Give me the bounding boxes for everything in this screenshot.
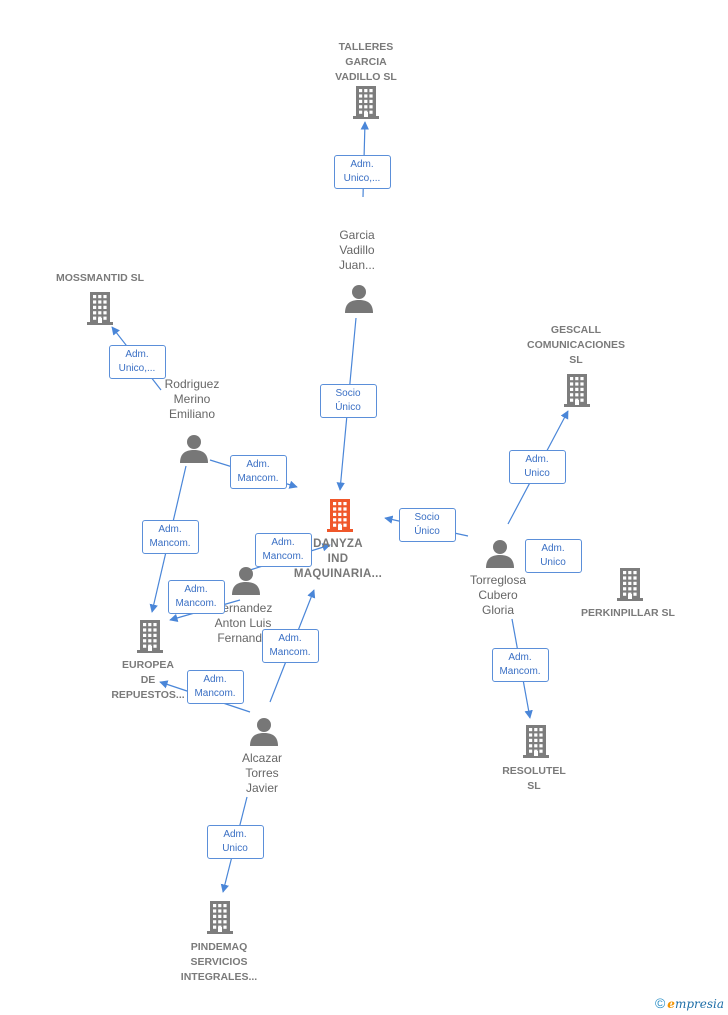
edge-label-alcazar-to-pindemaq[interactable]: Adm. Unico bbox=[206, 825, 264, 859]
building-icon-mossmantid[interactable] bbox=[86, 291, 114, 330]
person-icon-hernandez[interactable] bbox=[231, 565, 261, 600]
edge-label-rodriguez-to-europea[interactable]: Adm. Mancom. bbox=[141, 520, 199, 554]
brand-logo-initial: e bbox=[667, 997, 675, 1011]
edge-label-torreglosa-to-danyza[interactable]: Socio Único bbox=[398, 508, 456, 542]
edge-label-hernandez-to-danyza[interactable]: Adm. Mancom. bbox=[254, 533, 312, 567]
node-label-resolutel[interactable]: RESOLUTEL SL bbox=[502, 765, 566, 792]
edge-label-torreglosa-to-perkinpillar[interactable]: Adm. Unico bbox=[524, 539, 582, 573]
node-label-talleres[interactable]: TALLERES GARCIA VADILLO SL bbox=[335, 41, 397, 83]
building-icon-danyza[interactable] bbox=[326, 498, 354, 537]
building-icon-gescall[interactable] bbox=[563, 373, 591, 412]
node-label-garcia[interactable]: Garcia Vadillo Juan... bbox=[338, 228, 376, 272]
person-icon-rodriguez[interactable] bbox=[179, 433, 209, 468]
node-label-alcazar[interactable]: Alcazar Torres Javier bbox=[241, 751, 282, 795]
edge-label-garcia-to-talleres[interactable]: Adm. Unico,... bbox=[333, 155, 391, 189]
edge-label-rodriguez-to-danyza[interactable]: Adm. Mancom. bbox=[229, 455, 287, 489]
edge-label-alcazar-to-europea[interactable]: Adm. Mancom. bbox=[186, 670, 244, 704]
node-label-perkinpillar[interactable]: PERKINPILLAR SL bbox=[581, 607, 675, 619]
person-icon-torreglosa[interactable] bbox=[485, 538, 515, 573]
node-label-hernandez[interactable]: Hernandez Anton Luis Fernando bbox=[213, 601, 273, 645]
building-icon-talleres[interactable] bbox=[352, 85, 380, 124]
edge-label-hernandez-to-europea[interactable]: Adm. Mancom. bbox=[167, 580, 225, 614]
building-icon-europea[interactable] bbox=[136, 619, 164, 658]
edge-label-rodriguez-to-mossmantid[interactable]: Adm. Unico,... bbox=[108, 345, 166, 379]
node-label-pindemaq[interactable]: PINDEMAQ SERVICIOS INTEGRALES... bbox=[180, 941, 258, 983]
node-label-danyza[interactable]: DANYZA IND MAQUINARIA... bbox=[293, 538, 383, 580]
edge-label-garcia-to-danyza[interactable]: Socio Único bbox=[319, 384, 377, 418]
building-icon-perkinpillar[interactable] bbox=[616, 567, 644, 606]
edge-label-torreglosa-to-gescall[interactable]: Adm. Unico bbox=[508, 450, 566, 484]
brand-logo-text: mpresia bbox=[674, 997, 724, 1011]
node-label-europea[interactable]: EUROPEA DE REPUESTOS... bbox=[111, 659, 185, 701]
edge-label-torreglosa-to-resolutel[interactable]: Adm. Mancom. bbox=[491, 648, 549, 682]
building-icon-pindemaq[interactable] bbox=[206, 900, 234, 939]
node-label-rodriguez[interactable]: Rodriguez Merino Emiliano bbox=[164, 377, 220, 421]
copyright-icon: © bbox=[654, 995, 666, 1011]
person-icon-garcia[interactable] bbox=[344, 283, 374, 318]
node-label-mossmantid[interactable]: MOSSMANTID SL bbox=[55, 272, 145, 284]
node-label-torreglosa[interactable]: Torreglosa Cubero Gloria bbox=[469, 573, 527, 617]
brand-footer: ©empresia bbox=[655, 995, 724, 1011]
person-icon-alcazar[interactable] bbox=[249, 716, 279, 751]
edge-label-alcazar-to-danyza[interactable]: Adm. Mancom. bbox=[261, 629, 319, 663]
node-label-gescall[interactable]: GESCALL COMUNICACIONES SL bbox=[526, 324, 625, 366]
building-icon-resolutel[interactable] bbox=[522, 724, 550, 763]
